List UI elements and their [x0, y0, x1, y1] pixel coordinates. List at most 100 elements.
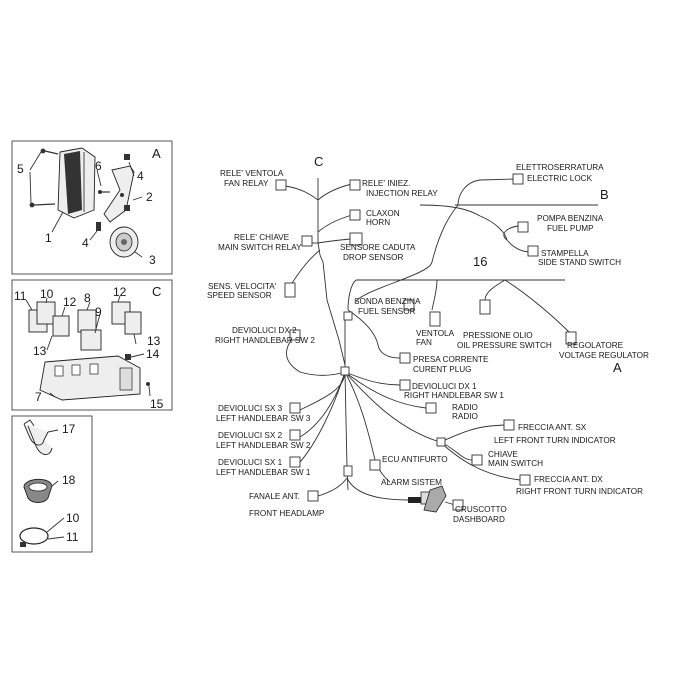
label-right-sw1-it: DEVIOLUCI DX 1 [412, 382, 477, 391]
part-number-4-top: 4 [137, 169, 144, 183]
panel-c-letter: C [152, 284, 161, 299]
label-fuel-pump-it: POMPA BENZINA [537, 214, 604, 223]
fuel-sensor-connector [403, 299, 415, 311]
label-alarm-it: ECU ANTIFURTO [382, 455, 448, 464]
label-oil-pressure-en: OIL PRESSURE SWITCH [457, 341, 552, 350]
radio-connector [425, 402, 437, 414]
instrument-body-part [57, 147, 96, 219]
label-headlamp-en: FRONT HEADLAMP [249, 509, 325, 518]
bracket-part [96, 154, 135, 231]
panel-c-frame [11, 279, 173, 411]
panel-a-frame [11, 140, 173, 275]
part-number-7: 7 [35, 390, 42, 404]
cable-tie-part [19, 527, 49, 547]
label-left-sw3-en: LEFT HANDLEBAR SW 3 [216, 414, 311, 423]
upper-node [343, 311, 353, 321]
label-fan-relay-it: RELE' VENTOLA [220, 169, 284, 178]
label-headlamp-it: FANALE ANT. [249, 492, 300, 501]
section-marker-16: 16 [473, 254, 487, 269]
label-fan-it: VENTOLA [416, 329, 455, 338]
part-number-13-left: 13 [33, 344, 47, 358]
label-alarm-en: ALARM SISTEM [381, 478, 442, 487]
label-main-switch-en: MAIN SWITCH [488, 459, 543, 468]
front-left-connector [503, 419, 515, 431]
left-sw1-connector [289, 456, 301, 468]
label-fan-en: FAN [416, 338, 432, 347]
part-number-1: 1 [45, 231, 52, 245]
alarm-connector [369, 459, 381, 471]
screws-part [29, 148, 59, 208]
part-number-5: 5 [17, 162, 24, 176]
section-marker-c: C [314, 154, 323, 169]
horn-connector [349, 209, 361, 221]
horn-part [109, 226, 139, 258]
section-marker-b: B [600, 187, 609, 202]
label-injection-relay-it: RELE' INIEZ. [362, 179, 410, 188]
label-plug-it: PRESA CORRENTE [413, 355, 489, 364]
speed-sensor-connector [284, 282, 296, 298]
label-injection-relay-en: INJECTION RELAY [366, 189, 438, 198]
regulator-connector [565, 331, 577, 345]
injection-relay-connector [349, 179, 361, 191]
drop-sensor-connector [349, 232, 363, 246]
label-front-left-it: FRECCIA ANT. SX [518, 423, 587, 432]
panel-clips: 17 18 10 11 [11, 415, 93, 553]
electric-lock-connector [512, 173, 524, 185]
main-switch-connector [471, 454, 483, 466]
part-number-17: 17 [62, 422, 76, 436]
part-number-6: 6 [95, 159, 102, 173]
part-number-14: 14 [146, 347, 160, 361]
central-hub-node [340, 366, 350, 376]
label-drop-sensor-en: DROP SENSOR [343, 253, 403, 262]
label-speed-sensor-en: SPEED SENSOR [207, 291, 272, 300]
cable-clip-part [23, 419, 53, 455]
label-front-left-en: LEFT FRONT TURN INDICATOR [494, 436, 616, 445]
label-fuel-sensor-it: SONDA BENZINA [354, 297, 421, 306]
right-sw1-connector [399, 379, 411, 391]
label-left-sw2-it: DEVIOLUCI SX 2 [218, 431, 283, 440]
front-right-connector [519, 474, 531, 486]
label-dashboard-en: DASHBOARD [453, 515, 505, 524]
label-right-sw2-it: DEVIOLUCI DX 2 [232, 326, 297, 335]
label-left-sw2-en: LEFT HANDLEBAR SW 2 [216, 441, 311, 450]
part-number-3: 3 [149, 253, 156, 267]
dashboard-connector [452, 499, 464, 511]
part-number-12-right: 12 [113, 285, 127, 299]
panel-a-letter: A [152, 146, 161, 161]
label-electric-lock-it: ELETTROSERRATURA [516, 163, 604, 172]
label-front-right-en: RIGHT FRONT TURN INDICATOR [516, 487, 643, 496]
fan-connector [429, 311, 441, 327]
connectors [275, 173, 577, 511]
panel-a: A [11, 140, 173, 275]
part-number-10: 10 [40, 287, 54, 301]
label-dashboard-it: CRUSCOTTO [455, 505, 507, 514]
label-fuel-sensor-en: FUEL SENSOR [358, 307, 416, 316]
label-speed-sensor-it: SENS. VELOCITA' [208, 282, 277, 291]
part-number-11: 11 [14, 289, 27, 303]
relay-parts [28, 301, 142, 351]
label-regulator-it: REGOLATORE [567, 341, 624, 350]
label-right-sw2-en: RIGHT HANDLEBAR SW 2 [215, 336, 315, 345]
part-number-9: 9 [95, 305, 102, 319]
label-plug-en: CURENT PLUG [413, 365, 472, 374]
part-number-11-clip: 11 [66, 530, 79, 544]
relay-bracket-part [39, 354, 150, 401]
label-oil-pressure-it: PRESSIONE OLIO [463, 331, 533, 340]
label-left-sw1-en: LEFT HANDLEBAR SW 1 [216, 468, 311, 477]
left-sw2-connector [289, 429, 301, 441]
section-marker-a: A [613, 360, 622, 375]
part-number-2: 2 [146, 190, 153, 204]
component-labels: RELE' VENTOLA FAN RELAY RELE' INIEZ. INJ… [207, 163, 649, 524]
label-left-sw3-it: DEVIOLUCI SX 3 [218, 404, 283, 413]
label-front-right-it: FRECCIA ANT. DX [534, 475, 603, 484]
label-side-stand-en: SIDE STAND SWITCH [538, 258, 621, 267]
label-fuel-pump-en: FUEL PUMP [547, 224, 594, 233]
label-left-sw1-it: DEVIOLUCI SX 1 [218, 458, 283, 467]
label-drop-sensor-it: SENSORE CADUTA [340, 243, 416, 252]
label-right-sw1-en: RIGHT HANDLEBAR SW 1 [404, 391, 504, 400]
headlamp-connector [307, 490, 319, 502]
right-sw2-connector [289, 329, 301, 341]
main-switch-relay-connector [301, 235, 313, 247]
